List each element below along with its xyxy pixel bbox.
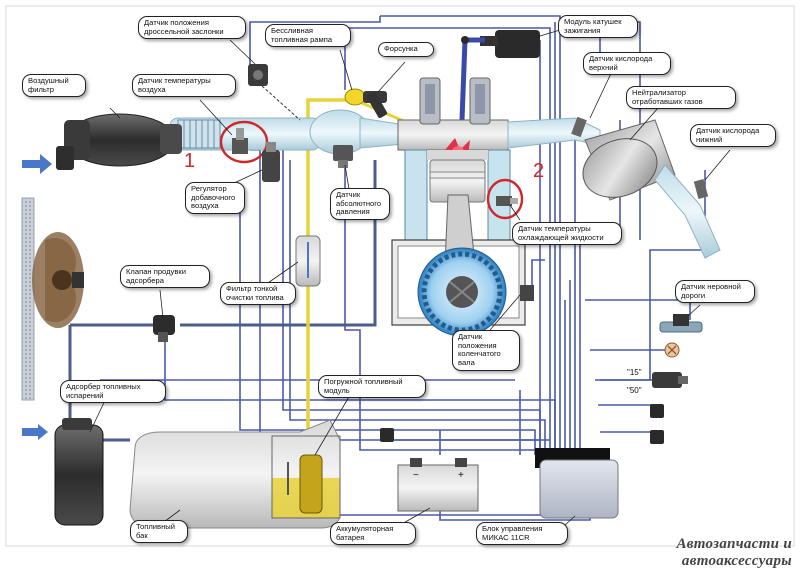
label-map-sensor: Датчик абсолютного давления (330, 188, 390, 221)
label-fuel-pump-module: Погружной топливный модуль (318, 375, 426, 399)
watermark: Автозапчасти и автоаксессуары (676, 536, 792, 570)
highlight-circle-2 (486, 178, 524, 220)
radiator (21, 197, 35, 401)
ignition-switch (652, 372, 682, 388)
o2-lower-device (693, 179, 709, 199)
air-inlet-arrow-icon (22, 154, 52, 174)
fuel-line (306, 98, 355, 470)
fuel-pump-device (287, 454, 323, 514)
label-air-filter: Воздушный фильтр (22, 74, 86, 98)
label-catalyst: Нейтрализатор отработавших газов (626, 86, 736, 110)
marker-1: 1 (184, 150, 196, 172)
connector-a (650, 404, 664, 418)
watermark-line-2: автоаксессуары (681, 553, 792, 569)
label-coolant-sensor: Датчик температуры охлаждающей жидкости (512, 222, 622, 246)
ignition-coil-device (459, 30, 540, 121)
label-air-temp-sensor: Датчик температуры воздуха (132, 74, 236, 98)
o2-upper-device (571, 116, 587, 138)
crank-sensor-device (520, 285, 534, 301)
label-ecu: Блок управления МИКАС 11CR (476, 522, 568, 546)
battery-plus-glyph: + (458, 470, 464, 481)
label-o2-lower: Датчик кислорода нижний (690, 124, 776, 148)
label-fuel-tank: Топливный бак (130, 520, 188, 544)
watermark-line-1: Автозапчасти и (676, 536, 792, 552)
label-injector: Форсунка (378, 42, 434, 57)
injector-device (366, 91, 388, 119)
label-canister: Адсорбер топливных испарений (60, 380, 166, 404)
label-battery: Аккумуляторная батарея (330, 522, 416, 546)
battery-device: − + (397, 458, 479, 512)
label-purge-valve: Клапан продувки адсорбера (120, 265, 210, 289)
tag-15: "15" (627, 368, 642, 377)
battery-minus-glyph: − (413, 470, 419, 481)
label-rough-road: Датчик неровной дороги (675, 280, 755, 304)
label-ignition-module: Модуль катушек зажигания (558, 15, 638, 39)
connector-relay (380, 428, 394, 442)
label-throttle-sensor: Датчик положения дроссельной заслонки (138, 16, 246, 40)
coolant-sensor-device (496, 196, 518, 206)
cooling-fan (32, 232, 84, 328)
purge-valve-device (153, 315, 175, 342)
rough-road-device (659, 314, 703, 333)
label-o2-upper: Датчик кислорода верхний (583, 52, 671, 76)
label-idle-air-regulator: Регулятор добавочного воздуха (185, 182, 245, 215)
ecu-device (535, 448, 619, 519)
engine-block (391, 77, 526, 337)
label-fuel-rail: Бессливная топливная рампа (265, 24, 351, 48)
canister-device (54, 418, 104, 526)
fuel-filter-device (295, 235, 321, 287)
map-sensor-device (333, 145, 353, 168)
idle-air-regulator-device (262, 142, 280, 182)
connector-b (650, 430, 664, 444)
label-crank-sensor: Датчик положения коленчатого вала (452, 330, 520, 371)
air-filter (56, 113, 182, 170)
throttle-sensor-device (248, 64, 301, 121)
label-fuel-filter: Фильтр тонкой очистки топлива (220, 282, 296, 306)
marker-2: 2 (533, 160, 545, 182)
tag-50: "50" (627, 386, 642, 395)
air-temp-sensor-device (232, 128, 248, 154)
vapor-inlet-arrow-icon (22, 424, 48, 440)
catalyst-device (582, 119, 676, 201)
